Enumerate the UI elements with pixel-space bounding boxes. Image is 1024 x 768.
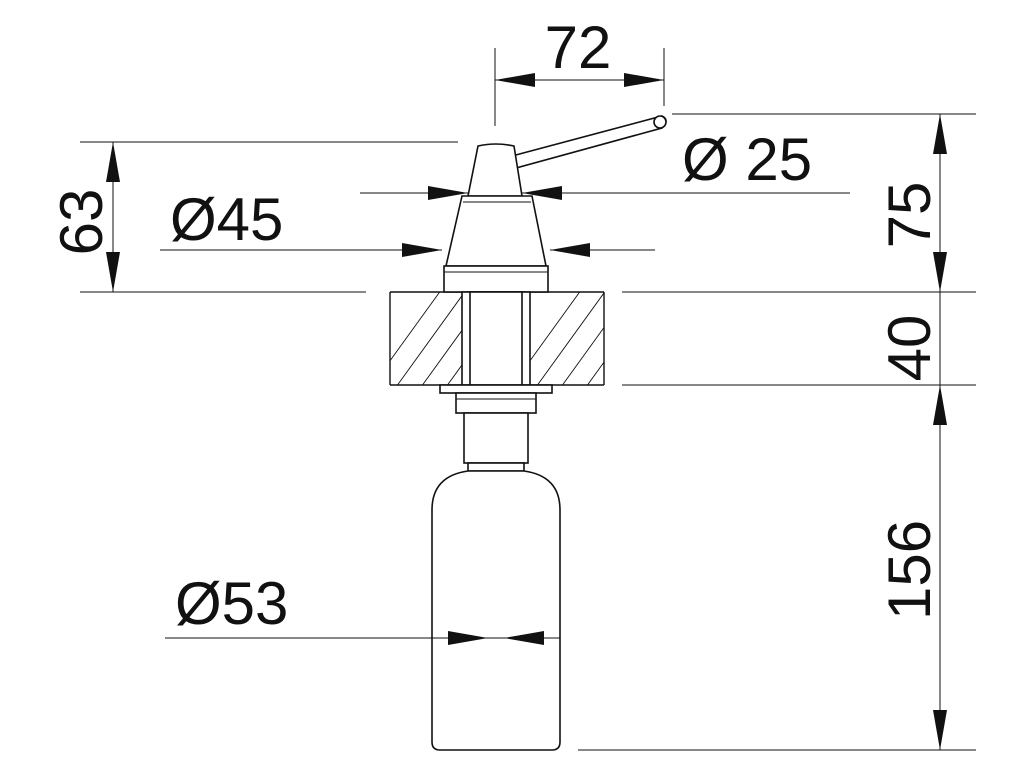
- counter-hatch-right: [530, 292, 604, 385]
- dim-63: [106, 142, 120, 292]
- counter-hatch-left: [390, 292, 462, 385]
- pump-head: [467, 143, 523, 197]
- base-ring: [443, 265, 549, 293]
- soap-bottle: [431, 470, 561, 751]
- washer: [439, 384, 553, 394]
- dim-72: [495, 73, 664, 87]
- mounting-nut: [455, 392, 537, 414]
- shank: [461, 291, 531, 386]
- connector-ring: [467, 462, 525, 472]
- dim-53: [165, 631, 560, 645]
- label-75: 75: [876, 182, 943, 249]
- dim-45: [160, 243, 655, 257]
- label-72: 72: [545, 14, 612, 81]
- dim-156: [933, 385, 947, 750]
- connector-tube: [463, 412, 529, 464]
- dim-25: [360, 186, 850, 200]
- label-diameter-45: Ø45: [170, 186, 283, 253]
- pump-collar: [444, 195, 547, 267]
- extension-lines: [80, 48, 976, 751]
- dim-75: [933, 114, 947, 292]
- lever-arm: [510, 115, 667, 169]
- label-63: 63: [48, 189, 115, 256]
- label-diameter-25: Ø 25: [682, 126, 812, 193]
- label-156: 156: [876, 520, 943, 620]
- label-40: 40: [876, 315, 943, 382]
- dispenser-body: [431, 115, 667, 751]
- label-diameter-53: Ø53: [175, 570, 288, 637]
